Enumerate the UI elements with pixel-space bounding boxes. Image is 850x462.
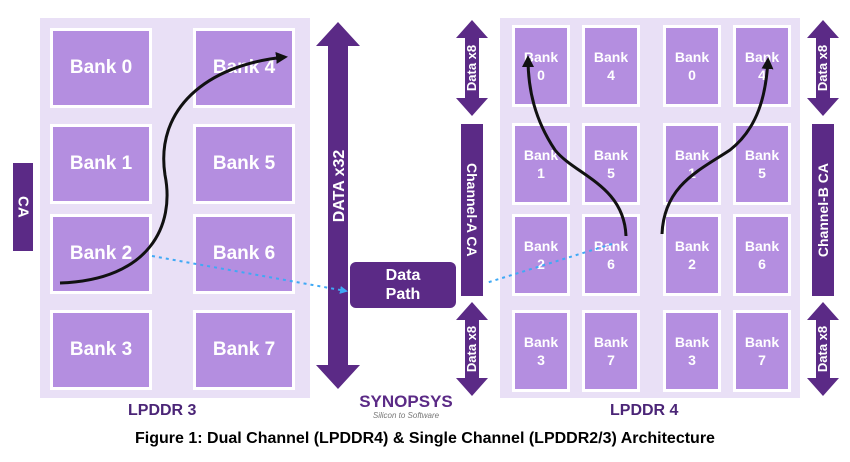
synopsys-logo-name: SYNOPSYS xyxy=(359,392,453,411)
data-x8-arrow-top-left xyxy=(456,20,488,116)
lpddr3-to-data-path-dotted-arrow xyxy=(151,255,348,294)
channel-a-label: Channel-A CA xyxy=(464,163,480,257)
data-x8-arrow-bottom-left xyxy=(456,302,488,396)
figure-caption: Figure 1: Dual Channel (LPDDR4) & Single… xyxy=(135,430,715,447)
lpddr4-label: LPDDR 4 xyxy=(610,402,679,419)
lpddr3-ca-bar: CA xyxy=(13,163,33,251)
lpddr3-bank-0: Bank 0 xyxy=(50,28,152,108)
data-x32-double-arrow xyxy=(316,22,360,389)
channel-a-to-data-path-dotted-arrow xyxy=(485,243,613,284)
data-x8-arrow-bottom-right xyxy=(807,302,839,396)
lpddr3-bank-5: Bank 5 xyxy=(193,124,295,204)
data-x8-label-top-left: Data x8 xyxy=(464,45,479,91)
data-x8-label-top-right: Data x8 xyxy=(815,45,830,91)
channel-a-bar: Channel-A CA xyxy=(461,124,483,296)
lpddr3-bank-2: Bank 2 xyxy=(50,214,152,294)
channel-a-access-curve xyxy=(522,55,628,237)
data-x8-arrow-top-right xyxy=(807,20,839,116)
lpddr3-bank-1: Bank 1 xyxy=(50,124,152,204)
channel-b-bar: Channel-B CA xyxy=(812,124,834,296)
synopsys-logo-tagline: Silicon to Software xyxy=(372,411,440,420)
lpddr3-bank-7: Bank 7 xyxy=(193,310,295,390)
lpddr3-ca-label: CA xyxy=(14,196,32,218)
data-path-box: Data Path xyxy=(350,262,456,308)
data-x8-label-bottom-left: Data x8 xyxy=(464,326,479,372)
lpddr3-label: LPDDR 3 xyxy=(128,402,197,419)
lpddr3-bank-4: Bank 4 xyxy=(193,28,295,108)
synopsys-logo: SYNOPSYS Silicon to Software xyxy=(356,392,456,420)
channel-b-access-curve xyxy=(660,57,774,235)
lpddr3-access-curve xyxy=(59,51,288,285)
data-path-line-2: Path xyxy=(385,286,421,303)
data-x32-label: DATA x32 xyxy=(331,150,348,223)
data-x8-label-bottom-right: Data x8 xyxy=(815,326,830,372)
lpddr3-bank-6: Bank 6 xyxy=(193,214,295,294)
lpddr3-bank-3: Bank 3 xyxy=(50,310,152,390)
data-path-line-1: Data xyxy=(385,267,421,284)
